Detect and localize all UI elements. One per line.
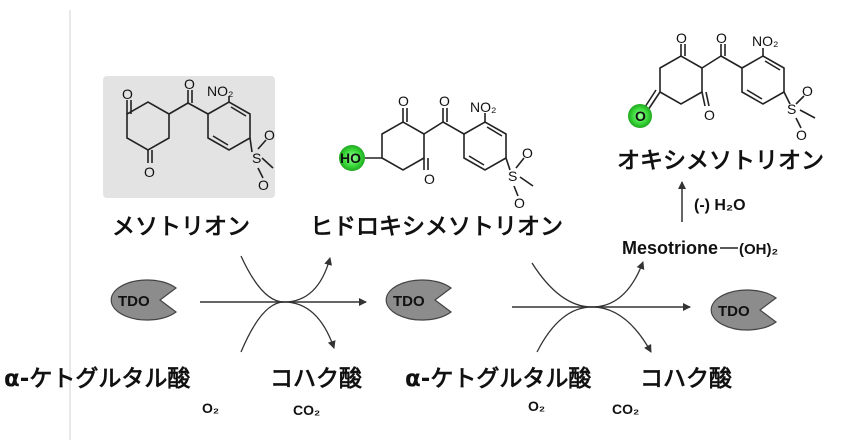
label-alpha-ketoglutarate-2: α-ケトグルタル酸 — [405, 365, 592, 392]
enzyme-label-2: TDO — [393, 293, 425, 310]
label-oxy-mesotrione: オキシメソトリオン — [617, 148, 824, 174]
m2-sulfur: S — [508, 168, 517, 184]
label-mesotrione-oh2: Mesotrione — [622, 238, 718, 258]
m1-sulfonyl-oxygen-1: O — [264, 127, 275, 143]
m2-oxygen-top: O — [398, 93, 409, 109]
label-succinate-1: コハク酸 — [270, 366, 363, 392]
label-alpha-ketoglutarate-1: α-ケトグルタル酸 — [4, 365, 191, 392]
m3-oxygen-bottom: O — [704, 107, 715, 123]
label-hydroxy-mesotrione: ヒドロキシメソトリオン — [310, 214, 563, 240]
m1-nitro-group: NO₂ — [207, 83, 233, 99]
hydroxyl-highlight-marker — [339, 145, 365, 171]
label-co2-1: CO₂ — [293, 402, 320, 418]
molecule-hydroxy-mesotrione: HO O O O NO₂ S O O — [339, 93, 534, 211]
m3-nitro-group: NO₂ — [752, 33, 778, 49]
label-co2-2: CO₂ — [612, 401, 639, 417]
m2-oxygen-ketone: O — [439, 93, 450, 109]
m2-hydroxyl: HO — [340, 150, 361, 166]
label-o2-1: O₂ — [202, 400, 219, 416]
m1-oxygen-top: O — [122, 86, 133, 102]
m3-oxo-oxygen: O — [635, 108, 646, 124]
m3-sulfonyl-oxygen-1: O — [802, 83, 813, 99]
label-oh2-group: (OH)₂ — [739, 241, 778, 258]
enzyme-tdo-2: TDO — [385, 279, 453, 321]
m1-oxygen-ketone: O — [184, 76, 195, 92]
m2-sulfonyl-oxygen-1: O — [522, 145, 533, 161]
label-mesotrione: メソトリオン — [112, 214, 250, 240]
label-succinate-2: コハク酸 — [640, 366, 733, 392]
cosubstrate-curve-1 — [240, 301, 336, 353]
substrate-to-product-curve-2 — [531, 261, 645, 308]
m2-nitro-group: NO₂ — [470, 99, 496, 115]
m1-sulfonyl-oxygen-2: O — [258, 177, 269, 193]
molecule-oxy-mesotrione: O O O O NO₂ S O O — [628, 30, 816, 143]
molecule-mesotrione: O O O NO₂ S O O — [103, 76, 275, 198]
label-dehydration: (-) H₂O — [694, 197, 746, 214]
m3-sulfur: S — [787, 101, 796, 117]
m3-sulfonyl-oxygen-2: O — [796, 127, 807, 143]
label-o2-2: O₂ — [528, 398, 545, 414]
cosubstrate-curve-2 — [536, 306, 652, 353]
enzyme-tdo-3: TDO — [710, 289, 778, 331]
oxo-highlight-marker — [628, 104, 652, 128]
enzyme-tdo-1: TDO — [110, 279, 178, 321]
mesotrione-highlight-box — [103, 76, 275, 198]
enzyme-label-3: TDO — [718, 303, 750, 320]
m1-sulfur: S — [252, 150, 261, 166]
m2-oxygen-bottom: O — [424, 171, 435, 187]
m2-sulfonyl-oxygen-2: O — [514, 195, 525, 211]
substrate-to-product-curve-1 — [240, 255, 333, 303]
enzyme-label-1: TDO — [118, 293, 150, 310]
m1-oxygen-bottom: O — [144, 164, 155, 180]
m3-oxygen-top: O — [676, 30, 687, 46]
m3-oxygen-ketone: O — [716, 30, 727, 46]
